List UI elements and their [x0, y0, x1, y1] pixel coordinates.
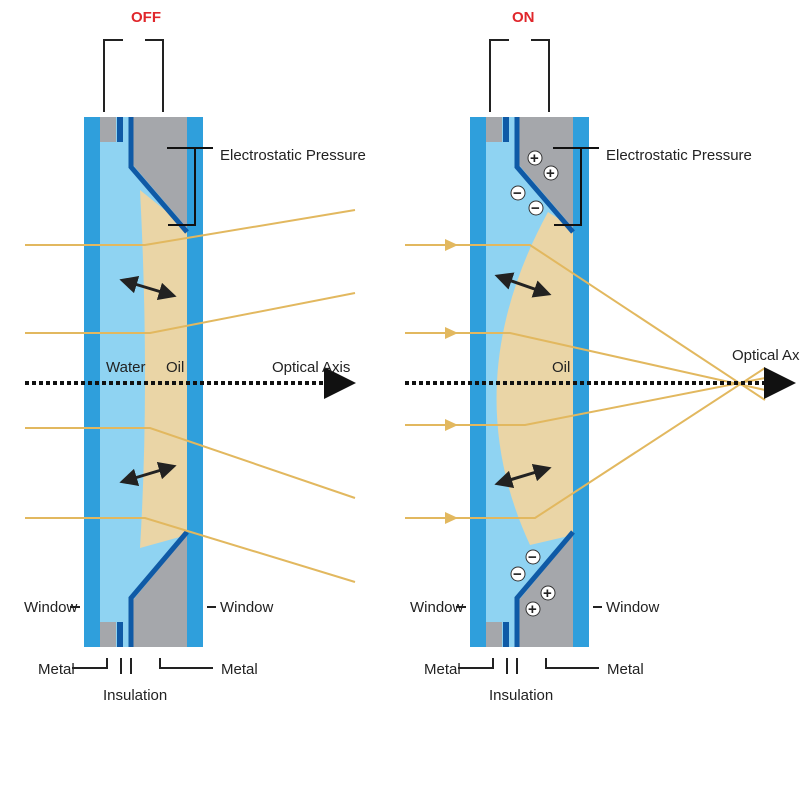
insulation-strip	[503, 117, 509, 142]
insulation-strip	[117, 622, 123, 647]
state-label-on: ON	[512, 9, 535, 26]
svg-text:−: −	[528, 549, 537, 566]
metal-block	[100, 622, 116, 647]
pressure-arrow	[119, 275, 177, 301]
electrostatic-pressure-label: Electrostatic Pressure	[606, 147, 752, 164]
window-label-right: Window	[606, 599, 660, 616]
electrode-coating	[128, 530, 189, 647]
svg-text:+: +	[546, 165, 555, 182]
window-label-left: Window	[410, 599, 464, 616]
charges: + + − − − − + +	[510, 150, 559, 618]
state-label-off: OFF	[131, 9, 161, 26]
svg-text:−: −	[513, 566, 522, 583]
insulation-label: Insulation	[489, 687, 553, 704]
insulation-strip	[117, 117, 123, 142]
water-label: Water	[106, 359, 145, 376]
oil-label: Oil	[552, 359, 570, 376]
metal-block	[486, 117, 502, 142]
metal-label-right: Metal	[607, 661, 644, 678]
electrode-coating	[128, 117, 189, 234]
electrode-coating	[514, 117, 575, 234]
panel-off: OFF Electrostatic Pressure Water Oil Opt…	[24, 9, 366, 704]
svg-text:−: −	[531, 200, 540, 217]
svg-text:+: +	[528, 601, 537, 618]
metal-electrode	[133, 117, 187, 228]
light-rays	[25, 209, 356, 583]
electrostatic-pressure-label: Electrostatic Pressure	[220, 147, 366, 164]
metal-block	[486, 622, 502, 647]
optical-axis-label: Optical Axis	[272, 359, 350, 376]
circuit-wire	[103, 39, 164, 112]
pressure-arrow	[494, 272, 552, 298]
metal-block	[100, 117, 116, 142]
metal-label-left: Metal	[424, 661, 461, 678]
pressure-arrow	[119, 461, 177, 487]
svg-text:−: −	[513, 185, 522, 202]
metal-label-left: Metal	[38, 661, 75, 678]
svg-text:+: +	[530, 150, 539, 167]
electrode-coating	[514, 530, 575, 647]
panel-on: ON Electrostatic Pressure + + − − − − + …	[405, 9, 800, 704]
oil-label: Oil	[166, 359, 184, 376]
metal-label-right: Metal	[221, 661, 258, 678]
pressure-bracket	[167, 147, 213, 226]
svg-text:+: +	[543, 585, 552, 602]
metal-electrode	[133, 535, 187, 647]
ray-arrowheads	[445, 239, 458, 524]
pressure-bracket	[553, 147, 599, 226]
pressure-arrow	[494, 463, 552, 489]
insulation-label: Insulation	[103, 687, 167, 704]
window-label-right: Window	[220, 599, 274, 616]
window-label-left: Window	[24, 599, 78, 616]
circuit-wire	[489, 39, 550, 112]
insulation-strip	[503, 622, 509, 647]
optical-axis-label: Optical Axis	[732, 347, 800, 364]
